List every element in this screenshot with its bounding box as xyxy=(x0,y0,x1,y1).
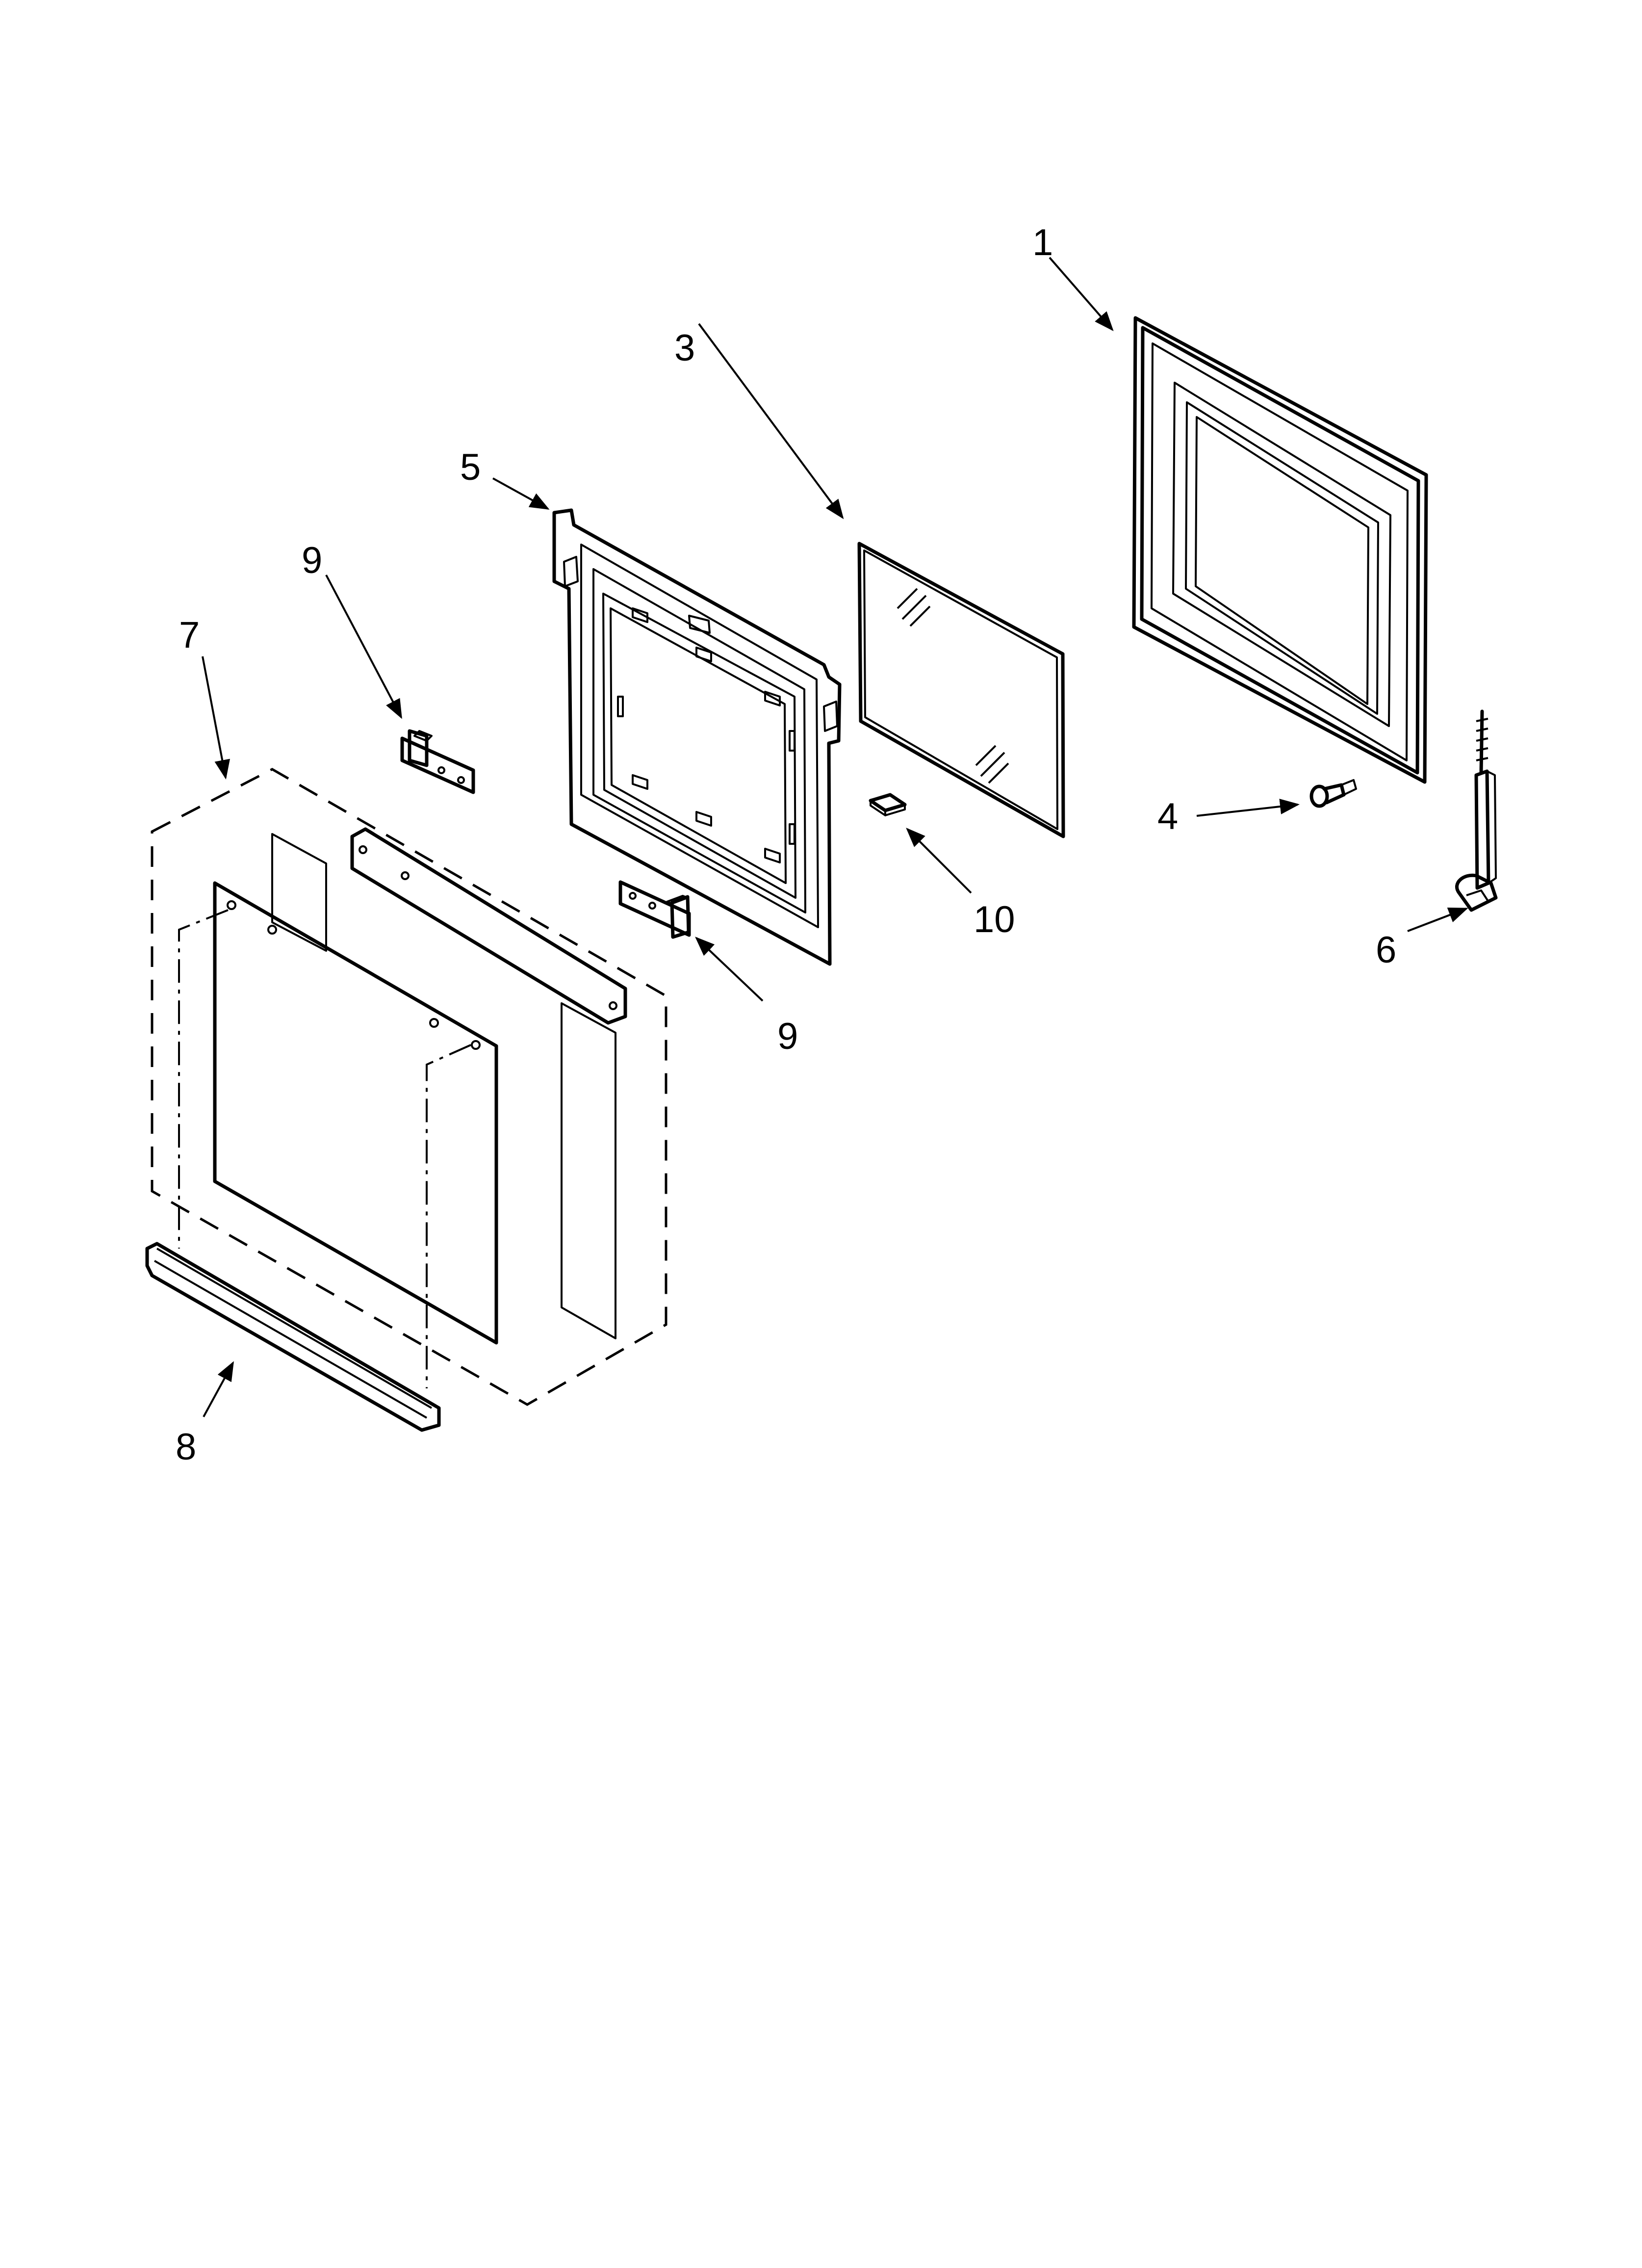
outer-door-panel xyxy=(1132,316,1428,784)
hinge-bracket-upper xyxy=(400,729,475,794)
callout-6: 6 xyxy=(1376,929,1396,971)
inner-door-frame xyxy=(552,508,842,966)
hinge-bracket-lower xyxy=(618,880,691,939)
bottom-trim xyxy=(145,1242,441,1432)
outer-door-assembly xyxy=(151,768,667,1406)
door-bumper xyxy=(1309,779,1357,808)
callout-8: 8 xyxy=(176,1426,196,1468)
leader-lines xyxy=(202,257,1468,1417)
callout-10: 10 xyxy=(974,899,1015,940)
callout-9-upper: 9 xyxy=(302,540,322,581)
door-hinge xyxy=(1455,709,1498,912)
callout-labels: 1 3 5 9 7 4 10 6 9 8 xyxy=(176,222,1396,1468)
callout-9-lower: 9 xyxy=(777,1016,798,1057)
callout-3: 3 xyxy=(674,327,695,369)
glass-clip xyxy=(869,793,907,816)
door-glass xyxy=(857,542,1065,838)
callout-7: 7 xyxy=(179,614,200,656)
callout-5: 5 xyxy=(460,446,481,488)
callout-1: 1 xyxy=(1032,222,1053,263)
callout-4: 4 xyxy=(1157,796,1178,837)
